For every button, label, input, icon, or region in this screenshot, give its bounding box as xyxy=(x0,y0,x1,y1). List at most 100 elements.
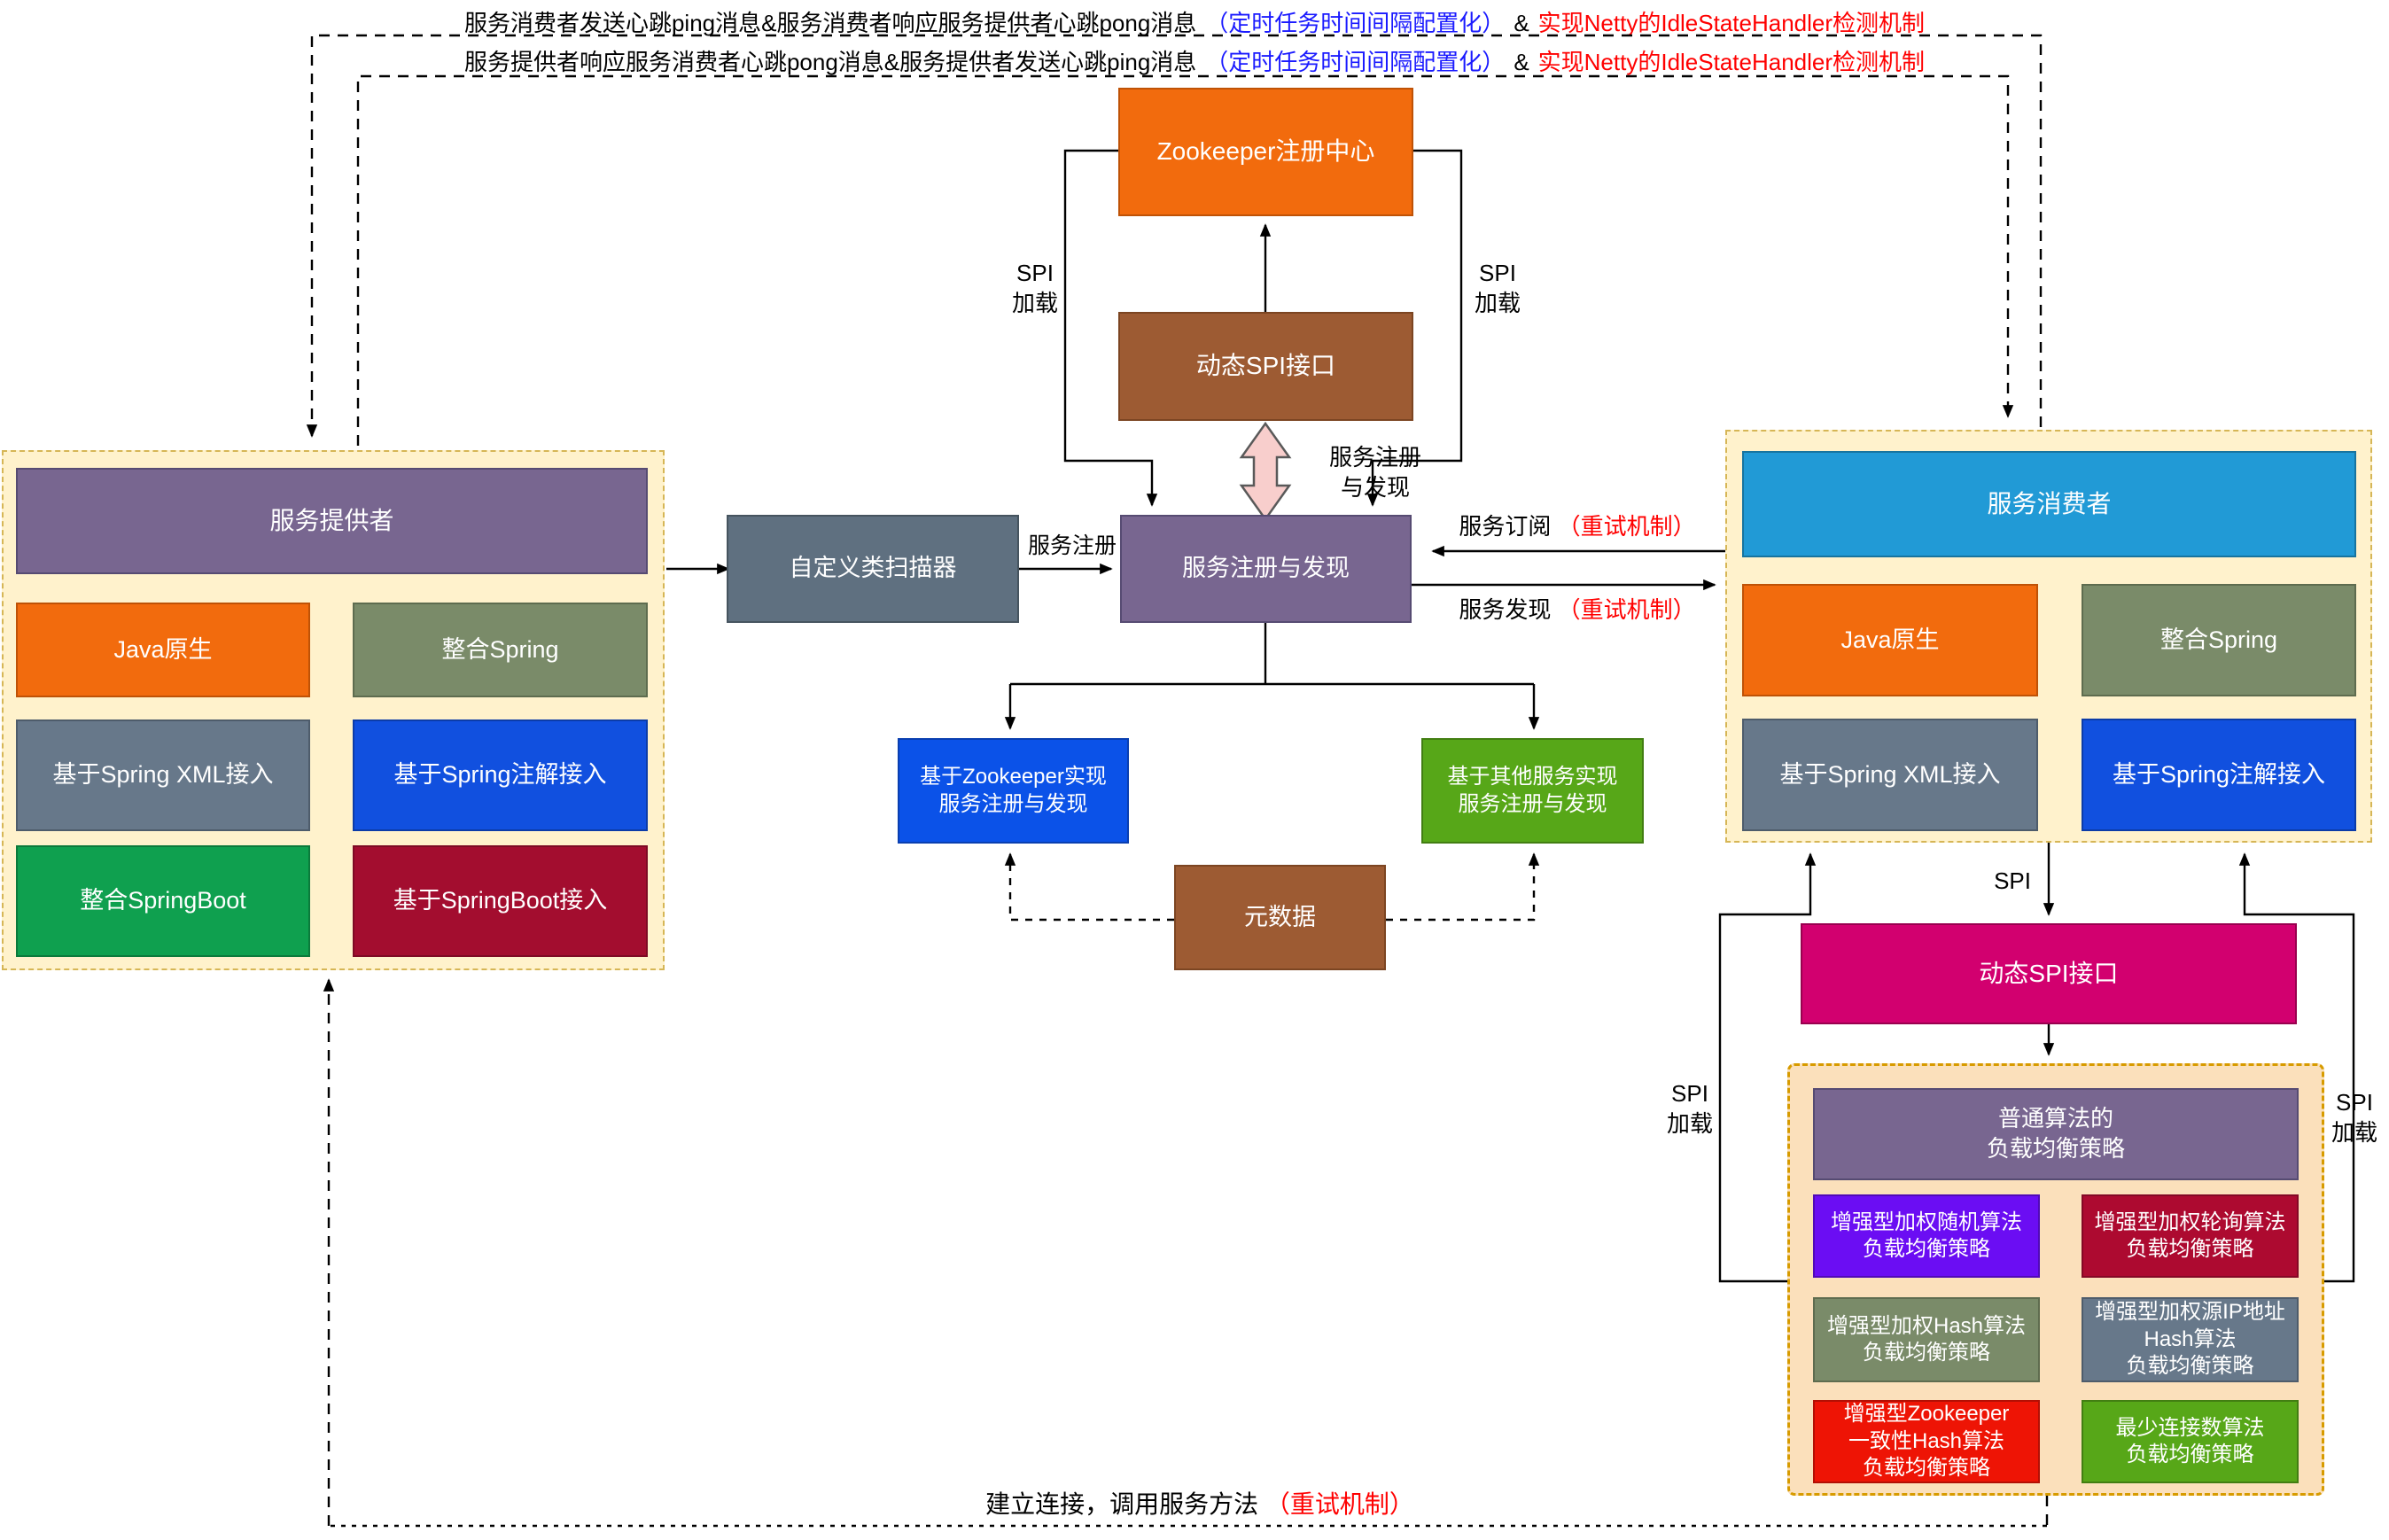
provider-springboot-box: 整合SpringBoot xyxy=(16,845,310,957)
provider-spring-label: 整合Spring xyxy=(441,635,559,663)
annotation-amp: & xyxy=(1514,49,1529,75)
provider-java-label: Java原生 xyxy=(113,635,213,663)
dynamic-spi-right-label: 动态SPI接口 xyxy=(1979,959,2119,987)
class-scanner-label: 自定义类扫描器 xyxy=(789,555,957,582)
lb-weighted-hash-box: 增强型加权Hash算法 负载均衡策略 xyxy=(1813,1297,2040,1382)
register-discover-line2: 与发现 xyxy=(1340,473,1410,501)
spi-load-line2: 加载 xyxy=(2331,1118,2377,1146)
lb-strategy-line: 负载均衡策略 xyxy=(1863,1237,1990,1261)
other-impl-line2: 服务注册与发现 xyxy=(1458,791,1607,816)
service-discover-label: 服务发现 （重试机制） xyxy=(1431,595,1724,626)
retry-mechanism-text: （重试机制） xyxy=(1557,513,1696,540)
lb-strategy-line: 一致性Hash算法 xyxy=(1848,1428,2005,1453)
edge-metadata-zk-impl xyxy=(1010,854,1174,922)
zookeeper-impl-line2: 服务注册与发现 xyxy=(938,791,1088,816)
lb-header-line1: 普通算法的 xyxy=(1997,1105,2113,1132)
retry-mechanism-text: （重试机制） xyxy=(1265,1490,1414,1518)
dynamic-spi-top-label: 动态SPI接口 xyxy=(1195,352,1336,380)
consumer-spring-box: 整合Spring xyxy=(2082,584,2356,696)
provider-springboot-access-box: 基于SpringBoot接入 xyxy=(353,845,648,957)
spi-load-line1: SPI xyxy=(1016,260,1054,286)
registry-discovery-box: 服务注册与发现 xyxy=(1120,515,1412,623)
consumer-spring-annotation-label: 基于Spring注解接入 xyxy=(2112,760,2326,788)
zookeeper-registry-label: Zookeeper注册中心 xyxy=(1156,137,1375,166)
lb-zookeeper-consistent-hash-box: 增强型Zookeeper 一致性Hash算法 负载均衡策略 xyxy=(1813,1400,2040,1483)
connect-invoke-text: 建立连接，调用服务方法 xyxy=(985,1490,1259,1518)
provider-header-box: 服务提供者 xyxy=(16,468,648,574)
spi-load-label-top-left: SPI 加载 xyxy=(995,259,1075,319)
annotation-config-text: （定时任务时间间隔配置化） xyxy=(1205,10,1506,36)
provider-spring-xml-box: 基于Spring XML接入 xyxy=(16,719,310,831)
register-discover-line1: 服务注册 xyxy=(1328,444,1421,471)
consumer-header-label: 服务消费者 xyxy=(1987,489,2112,517)
pink-bidirectional-arrow xyxy=(1239,421,1292,522)
register-discover-label: 服务注册 与发现 xyxy=(1287,443,1464,503)
provider-header-label: 服务提供者 xyxy=(269,506,394,534)
lb-strategy-line: 增强型Zookeeper xyxy=(1843,1402,2010,1427)
service-subscribe-label: 服务订阅 （重试机制） xyxy=(1431,512,1724,542)
annotation-config-text: （定时任务时间间隔配置化） xyxy=(1205,49,1506,75)
edge-metadata-other-impl xyxy=(1386,854,1534,922)
provider-spring-box: 整合Spring xyxy=(353,603,648,697)
spi-load-label-lb-right: SPI 加载 xyxy=(2315,1088,2389,1148)
lb-weighted-roundrobin-box: 增强型加权轮询算法 负载均衡策略 xyxy=(2082,1194,2299,1278)
lb-source-ip-hash-box: 增强型加权源IP地址 Hash算法 负载均衡策略 xyxy=(2082,1297,2299,1382)
spi-load-line1: SPI xyxy=(1479,260,1516,286)
lb-strategy-line: Hash算法 xyxy=(2144,1326,2237,1351)
provider-spring-annotation-box: 基于Spring注解接入 xyxy=(353,719,648,831)
lb-header-box: 普通算法的 负载均衡策略 xyxy=(1813,1088,2299,1180)
annotation-netty-text: 实现Netty的IdleStateHandler检测机制 xyxy=(1537,10,1926,36)
annotation-text: 服务提供者响应服务消费者心跳pong消息&服务提供者发送心跳ping消息 xyxy=(463,49,1197,75)
dynamic-spi-right-box: 动态SPI接口 xyxy=(1801,923,2297,1024)
dynamic-spi-top-box: 动态SPI接口 xyxy=(1118,312,1413,421)
connect-invoke-label: 建立连接，调用服务方法 （重试机制） xyxy=(798,1489,1602,1521)
retry-mechanism-text: （重试机制） xyxy=(1557,596,1696,623)
consumer-spring-annotation-box: 基于Spring注解接入 xyxy=(2082,719,2356,831)
lb-least-connections-box: 最少连接数算法 负载均衡策略 xyxy=(2082,1400,2299,1483)
class-scanner-box: 自定义类扫描器 xyxy=(727,515,1019,623)
zookeeper-impl-line1: 基于Zookeeper实现 xyxy=(920,765,1107,789)
edge-registry-split xyxy=(1010,623,1534,686)
annotation-amp: & xyxy=(1514,10,1529,36)
service-discover-text: 服务发现 xyxy=(1459,596,1552,623)
spi-load-line2: 加载 xyxy=(1474,289,1521,316)
service-register-label: 服务注册 xyxy=(1023,532,1121,561)
spi-load-line2: 加载 xyxy=(1011,289,1058,316)
consumer-header-box: 服务消费者 xyxy=(1742,451,2356,557)
provider-spring-xml-label: 基于Spring XML接入 xyxy=(52,761,274,789)
annotation-text: 服务消费者发送心跳ping消息&服务消费者响应服务提供者心跳pong消息 xyxy=(463,10,1197,36)
lb-weighted-random-box: 增强型加权随机算法 负载均衡策略 xyxy=(1813,1194,2040,1278)
spi-load-line1: SPI xyxy=(2336,1089,2373,1116)
lb-strategy-line: 负载均衡策略 xyxy=(2126,1443,2254,1466)
lb-strategy-line: 增强型加权轮询算法 xyxy=(2094,1209,2286,1234)
provider-springboot-access-label: 基于SpringBoot接入 xyxy=(393,887,608,914)
spi-load-label-top-right: SPI 加载 xyxy=(1458,259,1537,319)
spi-load-line2: 加载 xyxy=(1666,1109,1713,1137)
lb-strategy-line: 最少连接数算法 xyxy=(2115,1415,2265,1440)
metadata-box: 元数据 xyxy=(1174,865,1386,970)
service-register-text: 服务注册 xyxy=(1027,533,1117,558)
metadata-label: 元数据 xyxy=(1244,903,1316,930)
other-impl-box: 基于其他服务实现 服务注册与发现 xyxy=(1421,738,1644,844)
annotation-netty-text: 实现Netty的IdleStateHandler检测机制 xyxy=(1537,49,1926,75)
spi-load-line1: SPI xyxy=(1671,1080,1708,1107)
heartbeat-annotation-consumer: 服务消费者发送心跳ping消息&服务消费者响应服务提供者心跳pong消息 （定时任… xyxy=(0,5,2389,38)
provider-spring-annotation-label: 基于Spring注解接入 xyxy=(393,761,607,789)
registry-discovery-label: 服务注册与发现 xyxy=(1182,555,1350,582)
zookeeper-impl-box: 基于Zookeeper实现 服务注册与发现 xyxy=(898,738,1129,844)
provider-springboot-label: 整合SpringBoot xyxy=(80,887,246,914)
provider-java-box: Java原生 xyxy=(16,603,310,697)
heartbeat-annotation-provider: 服务提供者响应服务消费者心跳pong消息&服务提供者发送心跳ping消息 （定时任… xyxy=(0,44,2389,77)
other-impl-line1: 基于其他服务实现 xyxy=(1447,765,1618,789)
lb-strategy-line: 增强型加权Hash算法 xyxy=(1826,1313,2027,1338)
consumer-spring-xml-label: 基于Spring XML接入 xyxy=(1779,760,2001,788)
lb-strategy-line: 负载均衡策略 xyxy=(2126,1237,2254,1261)
service-subscribe-text: 服务订阅 xyxy=(1459,513,1552,540)
lb-strategy-line: 增强型加权随机算法 xyxy=(1831,1209,2022,1234)
zookeeper-registry-box: Zookeeper注册中心 xyxy=(1118,88,1413,216)
consumer-java-label: Java原生 xyxy=(1840,626,1940,653)
spi-label-right: SPI xyxy=(1960,867,2031,897)
lb-strategy-line: 增强型加权源IP地址 xyxy=(2095,1300,2285,1325)
spi-load-label-lb-left: SPI 加载 xyxy=(1650,1079,1730,1139)
